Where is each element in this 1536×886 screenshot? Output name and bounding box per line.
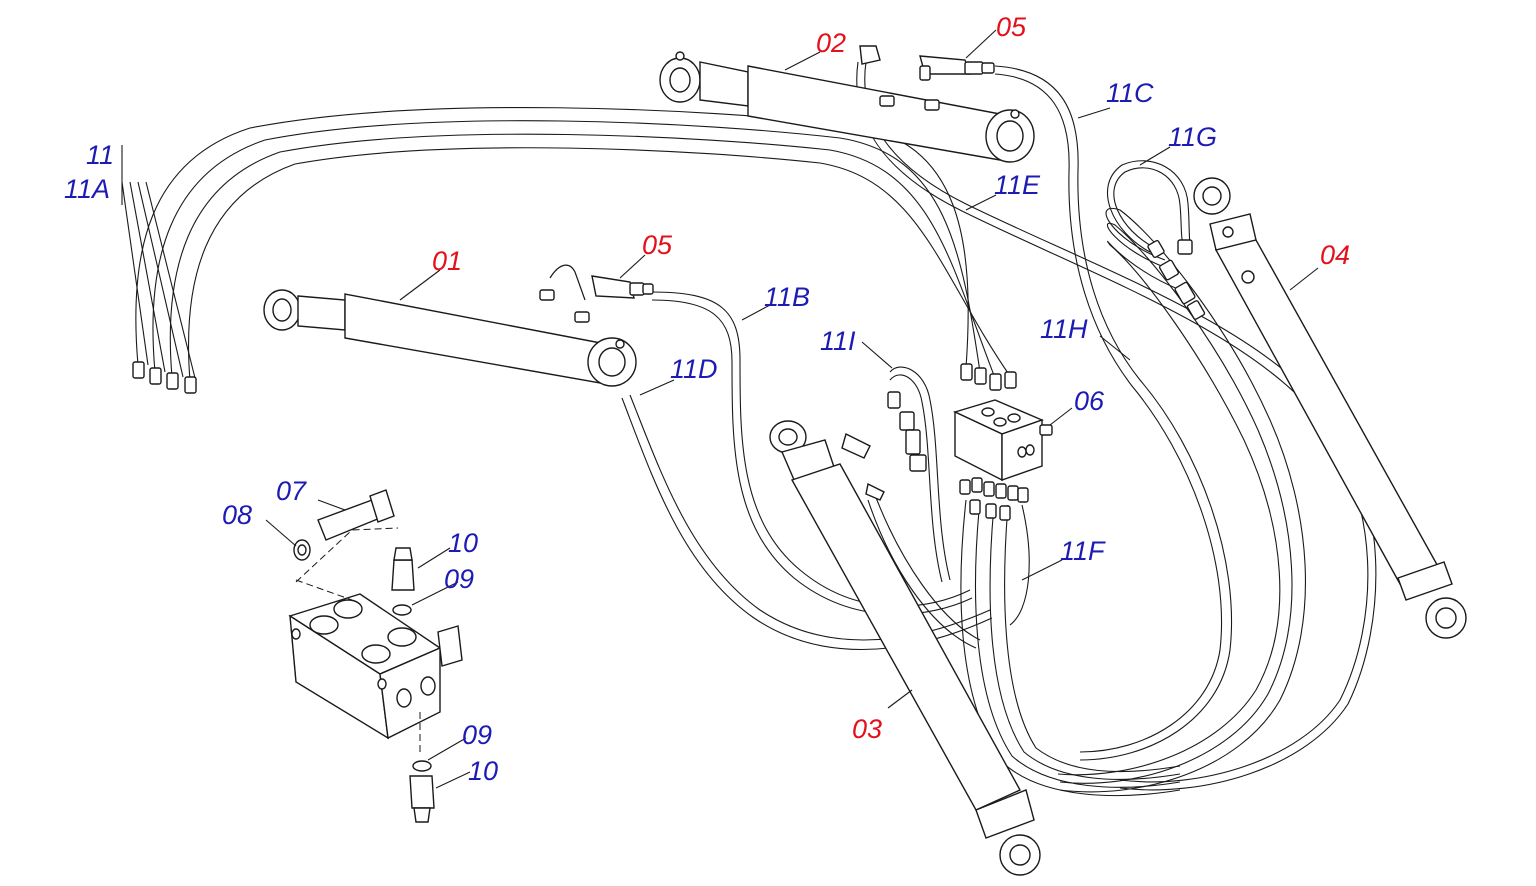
hose-bundle-11 — [132, 107, 1017, 394]
label-11d: 11D — [670, 354, 718, 384]
hose-end-fittings-left — [132, 361, 197, 394]
label-11h: 11H — [1040, 314, 1088, 344]
label-08: 08 — [222, 500, 252, 530]
label-05-top: 05 — [996, 12, 1027, 42]
block-06-bottom-fittings — [959, 477, 1029, 521]
label-05-mid: 05 — [642, 230, 673, 260]
hose-11g-fittings — [1147, 239, 1206, 320]
cylinder-03 — [769, 420, 1041, 876]
hose-end-fittings-right — [960, 363, 1017, 391]
label-07: 07 — [276, 476, 307, 506]
hose-11d — [621, 394, 993, 650]
label-11g: 11G — [1168, 122, 1217, 152]
label-11f: 11F — [1060, 536, 1106, 566]
cylinder-01 — [263, 264, 637, 387]
fitting-05-mid — [591, 275, 654, 299]
label-03: 03 — [852, 714, 882, 744]
cylinder-02 — [659, 45, 1035, 163]
oring-09-top — [392, 604, 412, 616]
label-11i: 11I — [820, 326, 856, 356]
label-10-top: 10 — [448, 528, 478, 558]
label-11b: 11B — [764, 282, 810, 312]
oring-09-bottom — [412, 760, 432, 772]
label-11c: 11C — [1106, 78, 1154, 108]
label-11a: 11A — [64, 174, 110, 204]
label-11: 11 — [86, 140, 114, 170]
leader-lines — [121, 29, 1319, 789]
fitting-05-top — [919, 55, 995, 81]
label-02: 02 — [816, 28, 846, 58]
label-04: 04 — [1320, 240, 1350, 270]
part-labels: 01 02 03 04 05 05 06 07 08 10 09 09 10 1… — [64, 12, 1350, 786]
hose-11g-11h — [1057, 160, 1307, 793]
label-06: 06 — [1074, 386, 1105, 416]
exploded-valve-block — [288, 527, 463, 752]
cylinder-04 — [1193, 177, 1467, 639]
union-10-bottom — [409, 775, 435, 823]
union-10-top — [391, 547, 415, 591]
label-09-top: 09 — [444, 564, 474, 594]
hose-11i-fittings — [887, 391, 927, 472]
label-10-bottom: 10 — [468, 756, 498, 786]
label-01: 01 — [432, 246, 462, 276]
hose-11c — [994, 65, 1233, 761]
bolt-07 — [317, 489, 395, 541]
washer-08 — [293, 539, 311, 561]
label-09-bottom: 09 — [462, 720, 492, 750]
label-11e: 11E — [994, 170, 1041, 200]
valve-block-06 — [953, 399, 1053, 521]
hose-11i — [889, 366, 951, 583]
